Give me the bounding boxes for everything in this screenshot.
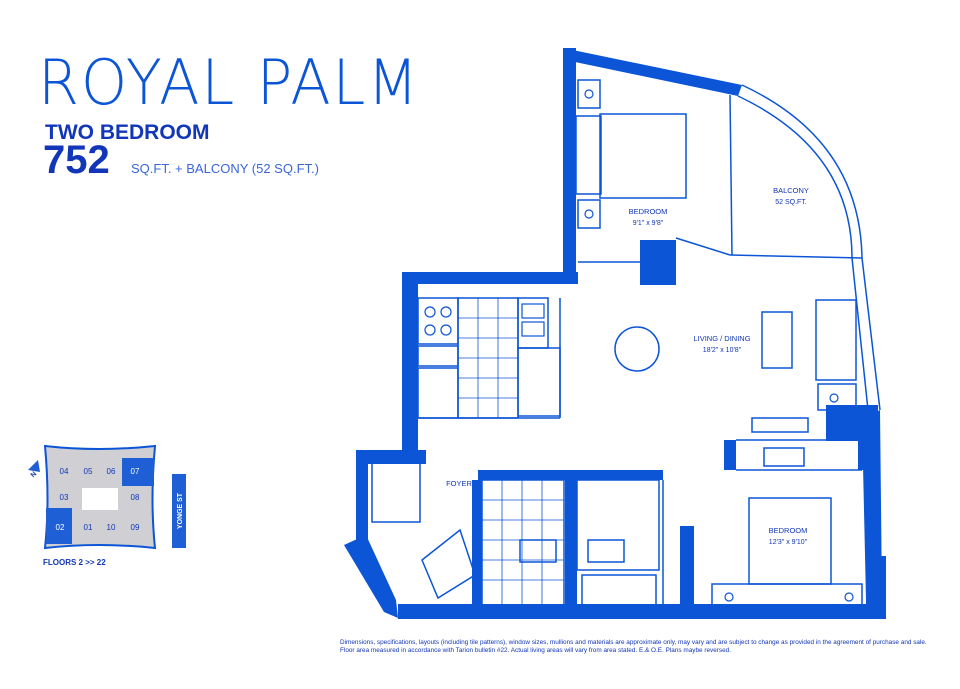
balcony-area: 52 SQ.FT. [775, 199, 807, 206]
keyplan-unit-05: 05 [84, 467, 93, 476]
tile-pattern [458, 298, 564, 608]
disclaimer-line1: Dimensions, specifications, layouts (inc… [340, 639, 927, 646]
living-label: LIVING / DINING [693, 334, 750, 343]
keyplan-unit-08: 08 [131, 493, 140, 502]
keyplan-unit-04: 04 [60, 467, 69, 476]
keyplan-unit-06: 06 [107, 467, 116, 476]
floors-label: FLOORS 2 >> 22 [43, 558, 106, 567]
disclaimer-line2: Floor area measured in accordance with T… [340, 647, 731, 654]
bedroom2-dims: 12'3" x 9'10" [769, 539, 808, 546]
disclaimer: Dimensions, specifications, layouts (inc… [340, 639, 940, 655]
keyplan-unit-07: 07 [131, 467, 140, 476]
bedroom1-label: BEDROOM [629, 207, 668, 216]
appliances [424, 89, 854, 602]
keyplan-unit-03: 03 [60, 493, 69, 502]
bedroom2-label: BEDROOM [769, 526, 808, 535]
keyplan-unit-09: 09 [131, 523, 140, 532]
foyer-label: FOYER [446, 479, 472, 488]
area-text: SQ.FT. + BALCONY (52 SQ.FT.) [131, 161, 319, 176]
keyplan-unit-10: 10 [107, 523, 116, 532]
living-dims: 18'2" x 10'8" [703, 347, 742, 354]
exterior-walls [344, 48, 886, 619]
plan-title: ROYAL PALM [38, 46, 420, 119]
unit-type: TWO BEDROOM [45, 121, 210, 144]
bedroom1-dims: 9'1" x 9'8" [633, 220, 664, 227]
north-label: N [30, 471, 39, 480]
keyplan-unit-02: 02 [56, 523, 65, 532]
key-plan: 04 05 06 07 03 08 02 01 10 09 YONGE ST N [28, 444, 186, 550]
balcony-label: BALCONY [773, 186, 809, 195]
keyplan-unit-01: 01 [84, 523, 93, 532]
interior-lines [371, 79, 881, 609]
north-arrow-icon [28, 460, 40, 472]
area-value: 752 [43, 138, 110, 182]
street-label: YONGE ST [177, 492, 184, 529]
